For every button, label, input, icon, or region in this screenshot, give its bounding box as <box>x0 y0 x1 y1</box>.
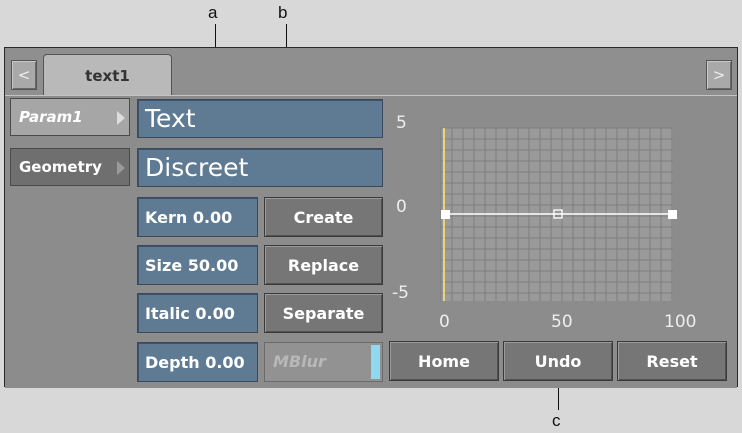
replace-button[interactable]: Replace <box>264 245 383 285</box>
callout-b: b <box>278 3 288 22</box>
italic-field[interactable]: Italic 0.00 <box>137 293 258 333</box>
size-field[interactable]: Size 50.00 <box>137 245 258 285</box>
prev-tab-button[interactable]: < <box>11 60 37 90</box>
kern-field[interactable]: Kern 0.00 <box>137 197 258 237</box>
keyframe-mid[interactable] <box>553 209 563 219</box>
font-input[interactable]: Discreet <box>137 148 383 187</box>
chevron-right-icon <box>117 111 125 125</box>
separate-button[interactable]: Separate <box>264 293 383 333</box>
callout-a: a <box>208 3 218 22</box>
curve-graph[interactable] <box>389 97 729 339</box>
text-input[interactable]: Text <box>137 99 383 138</box>
mblur-indicator <box>371 345 380 379</box>
x-tick-label: 50 <box>551 312 573 332</box>
sidebar-item-label: Geometry <box>19 158 102 176</box>
sidebar-item-geometry[interactable]: Geometry <box>10 148 130 186</box>
tab-text1[interactable]: text1 <box>43 54 172 96</box>
keyframe-end[interactable] <box>668 210 677 219</box>
y-tick-label: 5 <box>396 113 407 133</box>
next-tab-button[interactable]: > <box>706 60 732 90</box>
sidebar-item-param1[interactable]: Param1 <box>10 98 130 136</box>
chevron-right-icon <box>117 161 125 175</box>
home-button[interactable]: Home <box>389 341 499 381</box>
curve-editor: 5 0 -5 0 50 100 <box>389 97 729 339</box>
text-editor-panel: < text1 > Param1 Geometry Text Discreet … <box>4 47 738 388</box>
chevron-left-icon: < <box>17 66 31 84</box>
mblur-label: MBlur <box>273 352 326 371</box>
keyframe-start[interactable] <box>441 210 450 219</box>
sidebar-item-label: Param1 <box>19 108 83 126</box>
depth-field[interactable]: Depth 0.00 <box>137 342 258 382</box>
reset-button[interactable]: Reset <box>617 341 727 381</box>
undo-button[interactable]: Undo <box>503 341 613 381</box>
create-button[interactable]: Create <box>264 197 383 237</box>
x-tick-label: 0 <box>439 312 450 332</box>
y-tick-label: 0 <box>396 197 407 217</box>
y-tick-label: -5 <box>392 283 409 303</box>
tab-label: text1 <box>85 67 130 85</box>
mblur-toggle[interactable]: MBlur <box>264 342 383 382</box>
x-tick-label: 100 <box>664 312 697 332</box>
chevron-right-icon: > <box>712 66 726 84</box>
callout-c: c <box>552 411 561 430</box>
